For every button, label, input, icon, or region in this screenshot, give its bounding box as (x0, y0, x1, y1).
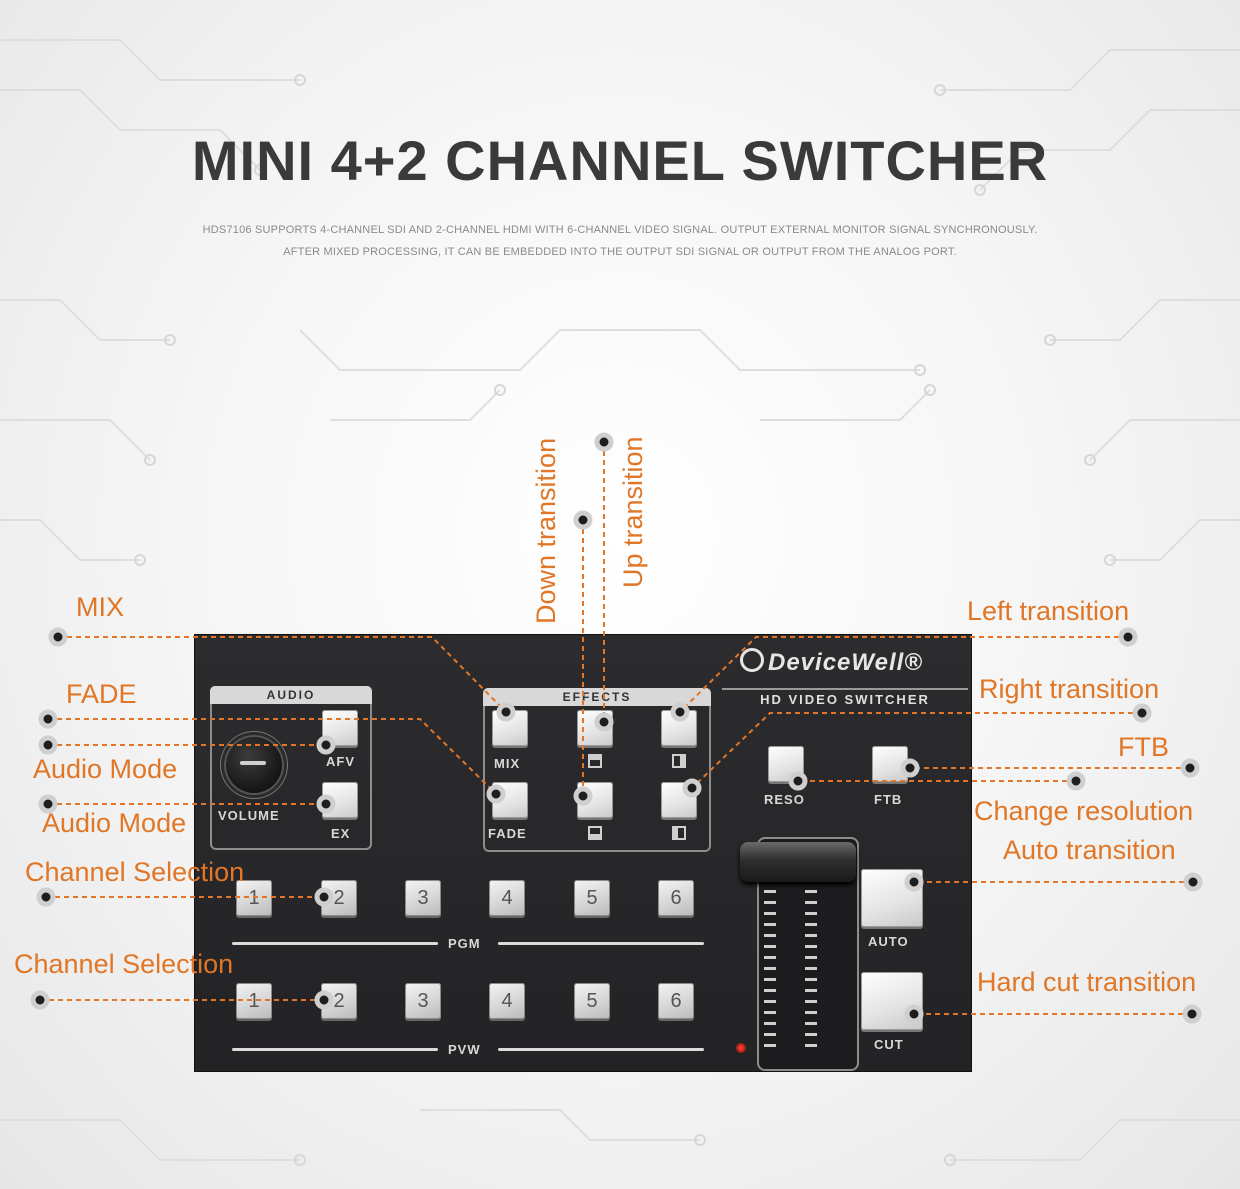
up-transition-button[interactable] (577, 782, 613, 818)
up-transition-icon (588, 826, 602, 840)
pgm-button-2[interactable]: 2 (321, 880, 357, 916)
pgm-label: PGM (448, 936, 481, 951)
pvw-button-5[interactable]: 5 (574, 983, 610, 1019)
mix-button[interactable] (492, 710, 528, 746)
left-transition-button[interactable] (661, 710, 697, 746)
pgm-button-6[interactable]: 6 (658, 880, 694, 916)
callout-change-resolution: Change resolution (974, 796, 1194, 826)
pvw-line-left (232, 1048, 438, 1051)
callout-left-transition: Left transition (967, 596, 1130, 626)
callout-right-transition: Right transition (979, 674, 1160, 704)
callout-fade: FADE (66, 679, 137, 709)
pvw-button-1[interactable]: 1 (236, 983, 272, 1019)
t-bar-scale-left (764, 890, 776, 1050)
callout-ftb: FTB (1118, 732, 1169, 762)
page-title: MINI 4+2 CHANNEL SWITCHER (191, 129, 1049, 192)
callout-down-transition: Down transition (531, 437, 561, 624)
reso-label: RESO (764, 792, 805, 807)
callout-up-transition: Up transition (618, 436, 648, 588)
left-transition-icon (672, 754, 686, 768)
ex-button[interactable] (322, 782, 358, 818)
ex-label: EX (331, 826, 351, 841)
pgm-line-right (498, 942, 704, 945)
callout-channel-selection-1: Channel Selection (25, 857, 245, 887)
pgm-button-1[interactable]: 1 (236, 880, 272, 916)
pgm-button-3[interactable]: 3 (405, 880, 441, 916)
t-bar-handle[interactable] (740, 842, 856, 882)
callout-audio-mode-1: Audio Mode (33, 754, 178, 784)
callout-hard-cut-transition: Hard cut transition (977, 967, 1197, 997)
pvw-button-6[interactable]: 6 (658, 983, 694, 1019)
brand-name: DeviceWell® (768, 649, 923, 676)
fade-label: FADE (488, 826, 527, 841)
callout-audio-mode-2: Audio Mode (42, 808, 187, 838)
pgm-button-5[interactable]: 5 (574, 880, 610, 916)
audio-panel-title: AUDIO (210, 686, 372, 704)
callout-channel-selection-2: Channel Selection (14, 949, 234, 979)
pgm-line-left (232, 942, 438, 945)
volume-knob[interactable] (226, 737, 282, 793)
ftb-label: FTB (874, 792, 903, 807)
page-subtitle-line-2: AFTER MIXED PROCESSING, IT CAN BE EMBEDD… (283, 246, 957, 258)
cut-button[interactable] (861, 972, 923, 1030)
page-subtitle-line-1: HDS7106 SUPPORTS 4-CHANNEL SDI AND 2-CHA… (202, 224, 1038, 236)
mix-label: MIX (494, 756, 521, 771)
pgm-button-4[interactable]: 4 (489, 880, 525, 916)
brand-logo: DeviceWell® (740, 648, 958, 677)
right-transition-icon (672, 826, 686, 840)
effects-panel-title: EFFECTS (483, 688, 711, 706)
brand-circle-icon (740, 648, 764, 672)
afv-button[interactable] (322, 710, 358, 746)
auto-button[interactable] (861, 869, 923, 927)
t-bar-scale-right (805, 890, 817, 1050)
cut-label: CUT (874, 1037, 904, 1052)
pvw-label: PVW (448, 1042, 481, 1057)
pvw-button-2[interactable]: 2 (321, 983, 357, 1019)
status-led (736, 1043, 746, 1053)
right-transition-button[interactable] (661, 782, 697, 818)
volume-label: VOLUME (218, 808, 280, 823)
down-transition-icon (588, 754, 602, 768)
ftb-button[interactable] (872, 746, 908, 782)
pvw-button-3[interactable]: 3 (405, 983, 441, 1019)
callout-mix: MIX (76, 592, 125, 622)
auto-label: AUTO (868, 934, 909, 949)
pvw-line-right (498, 1048, 704, 1051)
model-name: HD VIDEO SWITCHER (722, 688, 968, 707)
callout-auto-transition: Auto transition (1003, 835, 1176, 865)
afv-label: AFV (326, 754, 355, 769)
down-transition-button[interactable] (577, 710, 613, 746)
fade-button[interactable] (492, 782, 528, 818)
reso-button[interactable] (768, 746, 804, 782)
pvw-button-4[interactable]: 4 (489, 983, 525, 1019)
